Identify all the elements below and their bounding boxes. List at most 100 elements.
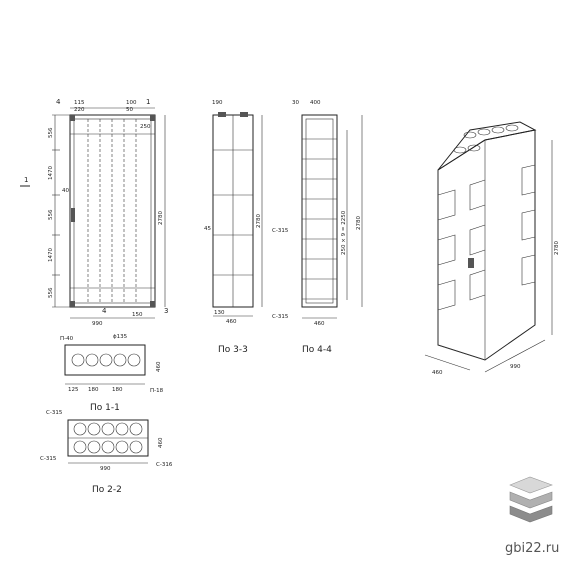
front-view-outline [69,114,156,308]
section-mark: 1 [24,176,28,184]
hole [101,422,115,436]
dim-label: П-18 [150,388,164,394]
dim-label: 125 [68,387,79,393]
dim-label: 2780 [158,211,164,225]
section-outline [64,344,146,376]
caption-3-3: По 3-3 [218,345,248,355]
corner-plate [70,301,75,307]
dim-label: С-315 [272,228,289,234]
hole [73,422,87,436]
section-mark: 3 [164,307,168,315]
dim-label: С-316 [156,462,173,468]
step-lines [302,138,337,300]
hole [85,353,99,367]
hole [71,353,85,367]
dim-label: 460 [226,319,237,325]
hole [129,422,143,436]
side-insert [71,208,75,222]
dim-label: 460 [156,361,162,372]
dim-label: 460 [314,321,325,327]
section-inner [305,118,334,304]
dim-label: ϕ135 [113,334,128,340]
logo-layer-bottom [509,505,553,523]
logo-layer-top [509,476,553,494]
dim-label: 556 [48,127,54,138]
section-3-3: 190 2780 45 130 460 По 3-3 [204,100,263,355]
iso-hole [505,124,519,132]
dim-label: 2780 [356,216,362,230]
section-mark: 4 [102,307,107,315]
iso-side-face [437,139,486,361]
front-view-inner [73,118,152,304]
dim-label: П-40 [60,336,74,342]
hole [115,422,129,436]
hole [115,440,129,454]
dim-label: 100 [126,100,137,106]
iso-hole [463,131,477,139]
dim-line [484,339,546,373]
dim-label: 460 [158,437,164,448]
dim-label: 1470 [48,166,54,180]
dim-label: 50 [126,107,133,113]
section-2-2: С-315 С-315 С-316 460 990 По 2-2 [40,410,173,495]
site-watermark: gbi22.ru [505,541,559,556]
hole [129,440,143,454]
dim-label: 40 [62,188,69,194]
section-mark: 1 [146,98,150,106]
dim-label: 2780 [554,241,560,255]
dim-label: 990 [92,321,103,327]
corner-plate [150,115,155,121]
dim-label: 400 [310,100,321,106]
dim-line [424,354,471,371]
caption-4-4: По 4-4 [302,345,332,355]
dim-label: 990 [510,364,521,370]
hole [99,353,113,367]
dim-label: 1470 [48,248,54,262]
section-4-4: 30 400 250 × 9 = 2250 2780 С-315 С-315 4… [272,100,363,355]
section-outline [301,114,338,308]
iso-outline [437,129,536,361]
dim-label: 250 × 9 = 2250 [341,210,347,255]
dim-label: 556 [48,209,54,220]
front-view: 556 1470 556 1470 556 1 4 1 3 4 115 220 … [20,98,168,327]
isometric-view: 2780 990 460 [424,121,560,376]
hole [73,440,87,454]
dim-label: 250 [140,124,151,130]
logo-layer-mid [509,491,553,509]
dim-label: 460 [432,370,443,376]
section-1-1: П-40 ϕ135 П-18 125 180 180 460 По 1-1 [60,334,164,413]
hole [87,422,101,436]
dim-label: С-315 [46,410,63,416]
dim-label: 45 [204,226,211,232]
site-logo [509,476,553,523]
dim-label: 2780 [256,214,262,228]
caption-1-1: По 1-1 [90,403,120,413]
hole [113,353,127,367]
dim-label: С-315 [40,456,57,462]
iso-hole [477,128,491,136]
corner-plate [70,115,75,121]
dim-label: 180 [88,387,99,393]
hole [127,353,141,367]
iso-keys [437,164,536,311]
lifting-loop [240,112,248,117]
dim-label: 130 [214,310,225,316]
corner-plate [150,301,155,307]
section-mark: 4 [56,98,61,106]
dim-label: 220 [74,107,85,113]
hole [87,440,101,454]
caption-2-2: По 2-2 [92,485,122,495]
lifting-loop [218,112,226,117]
dim-label: 190 [212,100,223,106]
dim-label: С-315 [272,314,289,320]
iso-hole [467,144,481,152]
dim-label: 180 [112,387,123,393]
dim-label: 556 [48,287,54,298]
dim-label: 150 [132,312,143,318]
dim-label: 115 [74,100,85,106]
iso-hole [453,146,467,154]
dim-label: 990 [100,466,111,472]
hole [101,440,115,454]
